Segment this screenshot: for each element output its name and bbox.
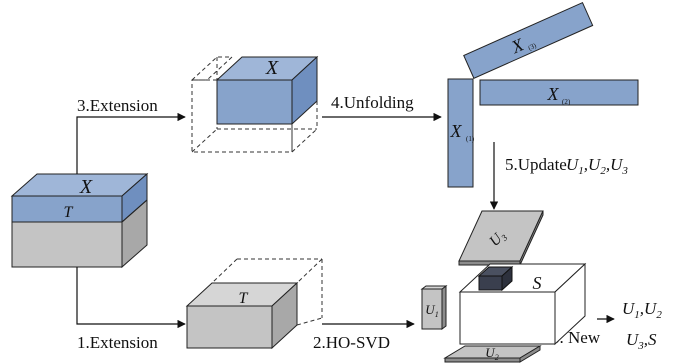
x2-subscript: (2) (562, 98, 571, 106)
s-label: S (533, 273, 542, 293)
x2-bar (479, 79, 639, 106)
new-vars-line2: U3,S (626, 330, 657, 352)
label-step1: 1.Extension (77, 333, 158, 352)
label-step2: 2.HO-SVD (313, 333, 390, 352)
s-box-side (554, 262, 586, 346)
s-box-front (459, 291, 556, 345)
x1-subscript: (1) (466, 135, 475, 143)
connectors (76, 112, 615, 329)
s-core-block (478, 275, 503, 291)
new-vars-line1: U1,U2 (622, 299, 662, 321)
arrow-step3 (76, 112, 186, 174)
extended-x-front (216, 79, 293, 125)
arrow-step1 (76, 267, 186, 329)
label-step5: 5.Update (505, 155, 567, 174)
label-step3: 3.Extension (77, 96, 158, 115)
core-tensor: U3 S U1 U2 (420, 210, 587, 363)
extended-t-label: T (239, 290, 249, 307)
extended-x-label: X (265, 57, 279, 79)
update-vars: U1,U2,U3 (566, 155, 628, 177)
x3-bar (463, 1, 594, 79)
x1-bar (447, 78, 474, 188)
x3-subscript: (3) (527, 41, 538, 52)
t-front-face (11, 221, 123, 268)
extended-t-tensor: T (185, 258, 323, 350)
unfolded-x1: X (1) (447, 78, 475, 188)
x2-label: X (547, 84, 560, 104)
label-step4: 4.Unfolding (331, 93, 414, 112)
unfolded-x3: X (3) (463, 1, 594, 79)
source-t-label: T (64, 204, 74, 221)
extended-x-tensor: X (190, 55, 319, 153)
source-x-label: X (79, 176, 93, 198)
x1-label: X (450, 121, 463, 141)
unfolded-x2: X (2) (479, 79, 639, 106)
source-tensor: X T (10, 172, 149, 269)
extended-t-front (186, 305, 273, 349)
